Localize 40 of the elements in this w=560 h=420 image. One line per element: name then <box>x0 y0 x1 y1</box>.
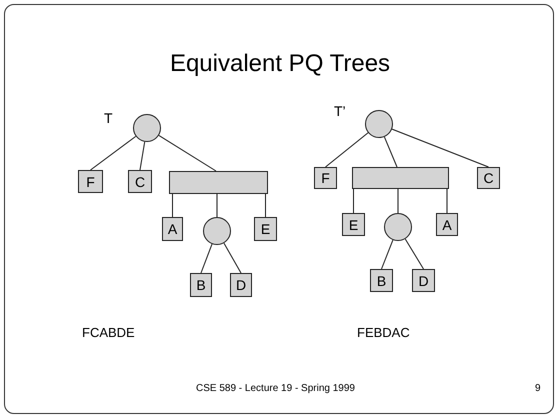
p-node-circle <box>203 217 231 245</box>
tree-name: T <box>104 110 113 126</box>
tree-edge <box>265 194 266 218</box>
tree-edge <box>172 194 173 218</box>
q-node-bar <box>352 167 449 189</box>
leaf-box: B <box>190 273 212 297</box>
tree-edge <box>158 134 216 172</box>
tree-edge <box>223 242 242 274</box>
ordering-label: FEBDAC <box>357 325 410 340</box>
page-number: 9 <box>535 383 541 394</box>
tree-edge <box>446 188 448 214</box>
tree-name: T’ <box>334 103 346 119</box>
leaf-box: C <box>128 170 152 193</box>
p-node-circle <box>384 213 412 241</box>
leaf-box: F <box>78 170 103 193</box>
tree-edge <box>90 136 136 170</box>
tree-edge <box>381 240 394 270</box>
leaf-box: D <box>230 273 252 297</box>
leaf-box: B <box>370 269 393 292</box>
p-node-circle <box>133 114 161 142</box>
tree-edge <box>200 244 213 274</box>
tree-edge <box>392 128 489 168</box>
tree-edge <box>140 141 146 170</box>
tree-edge <box>216 194 218 218</box>
tree-edge <box>325 132 369 168</box>
leaf-box: F <box>314 167 337 189</box>
leaf-box: A <box>162 217 183 241</box>
tree-edge <box>384 136 398 168</box>
leaf-box: A <box>436 213 458 236</box>
tree-edge <box>353 188 354 214</box>
leaf-box: E <box>342 213 365 236</box>
ordering-label: FCABDE <box>82 325 135 340</box>
q-node-bar <box>169 171 268 194</box>
p-node-circle <box>365 110 393 138</box>
tree-edge <box>404 238 424 270</box>
leaf-box: C <box>477 167 500 189</box>
slide-footer: CSE 589 - Lecture 19 - Spring 1999 <box>196 383 355 394</box>
leaf-box: E <box>254 217 277 241</box>
slide-title: Equivalent PQ Trees <box>168 50 392 78</box>
leaf-box: D <box>412 269 435 292</box>
